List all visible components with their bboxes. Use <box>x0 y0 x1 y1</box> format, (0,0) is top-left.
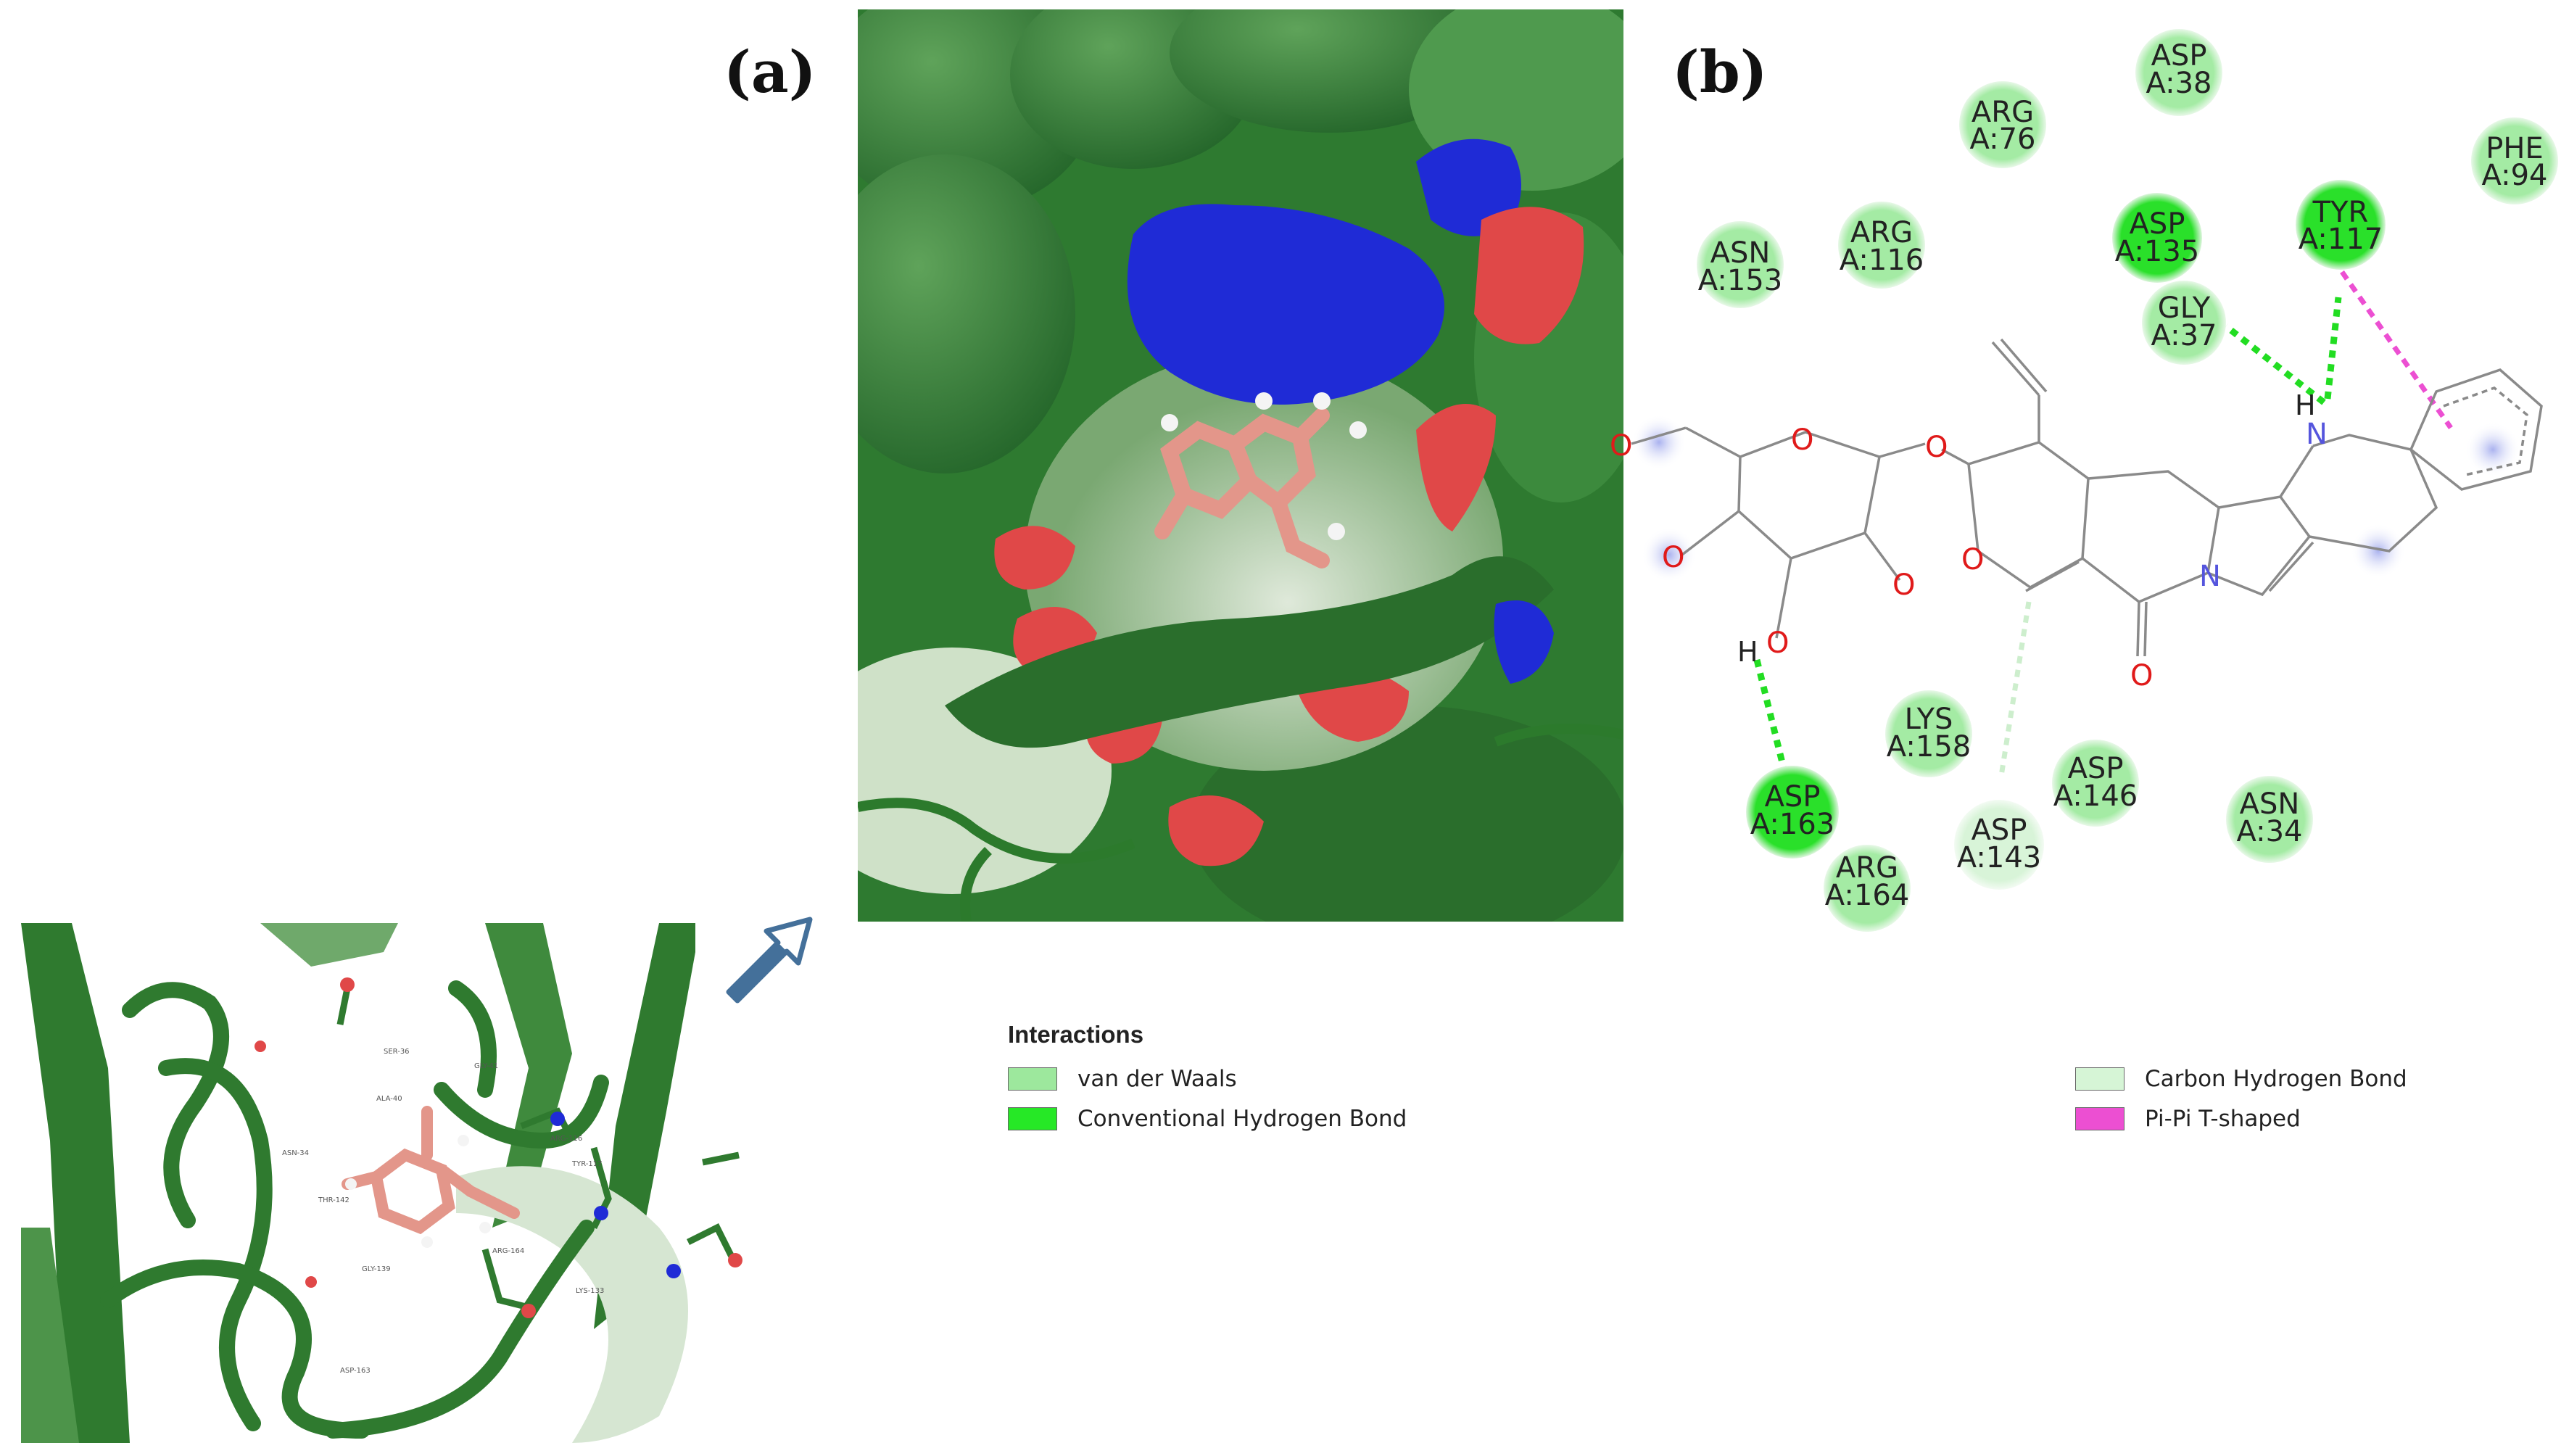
residue-arg76: ARG A:76 <box>1959 81 2046 168</box>
residue-name: GLY <box>2158 291 2211 325</box>
residue-number: A:116 <box>1840 244 1924 277</box>
arrow-icon <box>726 917 813 1004</box>
residue-number: A:146 <box>2053 779 2138 813</box>
atom-o-c4: O <box>1662 541 1684 574</box>
hbond-lines <box>1753 297 2342 776</box>
residue-number: A:153 <box>1698 264 1782 297</box>
legend-item-conventional-hbond: Conventional Hydrogen Bond <box>1008 1104 1407 1133</box>
residue-number: A:37 <box>2151 319 2217 352</box>
legend-swatch-conventional-hbond <box>1008 1107 1057 1130</box>
atom-o-c3: O <box>1766 626 1789 660</box>
atom-o-ring1: O <box>1791 423 1813 457</box>
residue-asp163: ASP A:163 <box>1746 766 1839 859</box>
nitrogen-labels: N N <box>2199 418 2328 593</box>
atom-n-pyrrole: N <box>2199 560 2221 593</box>
legend-label-carbon-hbond: Carbon Hydrogen Bond <box>2145 1066 2407 1092</box>
oxygen-labels: O O O O O O O O <box>1610 423 2153 692</box>
label-lys133: LYS-133 <box>576 1287 604 1295</box>
residue-name: ASP <box>1972 814 2027 847</box>
residue-number: A:94 <box>2481 159 2547 192</box>
residue-arg164: ARG A:164 <box>1824 845 1911 932</box>
residue-asp38: ASP A:38 <box>2135 29 2222 116</box>
interaction-legend: Interactions van der Waals Conventional … <box>1008 1021 2458 1166</box>
legend-title: Interactions <box>1008 1021 1144 1048</box>
legend-item-carbon-hbond: Carbon Hydrogen Bond <box>2075 1064 2407 1093</box>
label-gly139: GLY-139 <box>362 1265 391 1273</box>
residue-lys158: LYS A:158 <box>1885 690 1972 777</box>
label-gly41: GLY-41 <box>474 1062 498 1070</box>
residue-name: ASN <box>1710 236 1771 270</box>
residue-name: TYR <box>2312 196 2369 229</box>
residue-number: A:158 <box>1887 730 1971 764</box>
legend-item-pi-pi: Pi-Pi T-shaped <box>2075 1104 2301 1133</box>
residue-name: ARG <box>1972 96 2034 129</box>
residue-asn34: ASN A:34 <box>2226 776 2313 863</box>
pi-pi-line <box>2340 270 2453 430</box>
residue-number: A:76 <box>1969 123 2035 156</box>
label-arg116: ARG-116 <box>550 1135 582 1143</box>
atom-halos <box>1631 415 2520 582</box>
residue-number: A:143 <box>1957 841 2041 874</box>
residue-name: ARG <box>1836 851 1898 885</box>
residue-name: ASN <box>2240 787 2300 821</box>
panel-b-label: (b) <box>1672 38 1768 106</box>
residue-phe94: PHE A:94 <box>2471 117 2558 204</box>
protein-cartoon-image: SER-36 GLY-41 ALA-40 ASN-34 ARG-116 TYR-… <box>21 923 750 1443</box>
residue-name: ASP <box>2130 207 2185 241</box>
atom-o-ch2oh: O <box>1610 429 1632 463</box>
residue-name: ARG <box>1850 216 1913 249</box>
label-arg164: ARG-164 <box>492 1247 524 1255</box>
ligand-structure <box>1631 338 2543 657</box>
residue-number: A:34 <box>2236 815 2302 848</box>
label-ala40: ALA-40 <box>376 1095 402 1103</box>
residue-tyr117: TYR A:117 <box>2296 180 2386 270</box>
legend-swatch-carbon-hbond <box>2075 1067 2124 1091</box>
protein-surface-image <box>858 9 1623 922</box>
legend-item-vdw: van der Waals <box>1008 1064 1237 1093</box>
atom-o-glyco: O <box>1925 431 1948 464</box>
atom-o-c2: O <box>1892 568 1915 602</box>
interaction-diagram: O O O O O O O O N N H H ASP A:38 ARG A:7… <box>1610 29 2558 932</box>
panel-a-label: (a) <box>724 38 816 106</box>
residue-number: A:163 <box>1750 808 1834 841</box>
residue-number: A:117 <box>2299 223 2383 256</box>
residue-number: A:135 <box>2115 235 2199 268</box>
atom-h-hydroxyl: H <box>1737 636 1758 668</box>
label-asn34: ASN-34 <box>282 1149 309 1157</box>
atom-o-ring2: O <box>1961 543 1984 576</box>
residue-asn153: ASN A:153 <box>1697 221 1784 308</box>
cartoon-labels: SER-36 GLY-41 ALA-40 ASN-34 ARG-116 TYR-… <box>282 1048 604 1375</box>
residue-number: A:38 <box>2146 67 2212 100</box>
chbond-line <box>1998 601 2032 777</box>
residue-name: LYS <box>1905 703 1953 736</box>
legend-swatch-vdw <box>1008 1067 1057 1091</box>
hydrogen-labels: H H <box>1737 389 2316 668</box>
residue-asp135: ASP A:135 <box>2112 193 2202 283</box>
legend-swatch-pi-pi <box>2075 1107 2124 1130</box>
residue-name: ASP <box>1765 780 1821 814</box>
label-tyr117: TYR-117 <box>571 1160 602 1168</box>
residue-asp143: ASP A:143 <box>1954 800 2044 890</box>
residue-number: A:164 <box>1825 879 1909 912</box>
atom-h-indole: H <box>2295 389 2316 421</box>
legend-label-pi-pi: Pi-Pi T-shaped <box>2145 1106 2301 1132</box>
label-thr142: THR-142 <box>318 1196 349 1204</box>
residue-name: ASP <box>2151 39 2207 73</box>
residue-name: ASP <box>2068 752 2124 785</box>
residue-arg116: ARG A:116 <box>1838 202 1925 289</box>
residue-name: PHE <box>2486 132 2543 165</box>
legend-label-vdw: van der Waals <box>1077 1066 1237 1092</box>
atom-o-carbonyl: O <box>2130 659 2153 692</box>
label-ser36: SER-36 <box>384 1048 410 1056</box>
residue-asp146: ASP A:146 <box>2052 740 2139 827</box>
legend-label-conventional-hbond: Conventional Hydrogen Bond <box>1077 1106 1407 1132</box>
label-asp163: ASP-163 <box>340 1367 371 1375</box>
residue-gly37: GLY A:37 <box>2142 281 2226 365</box>
atom-n-indole: N <box>2306 418 2328 451</box>
